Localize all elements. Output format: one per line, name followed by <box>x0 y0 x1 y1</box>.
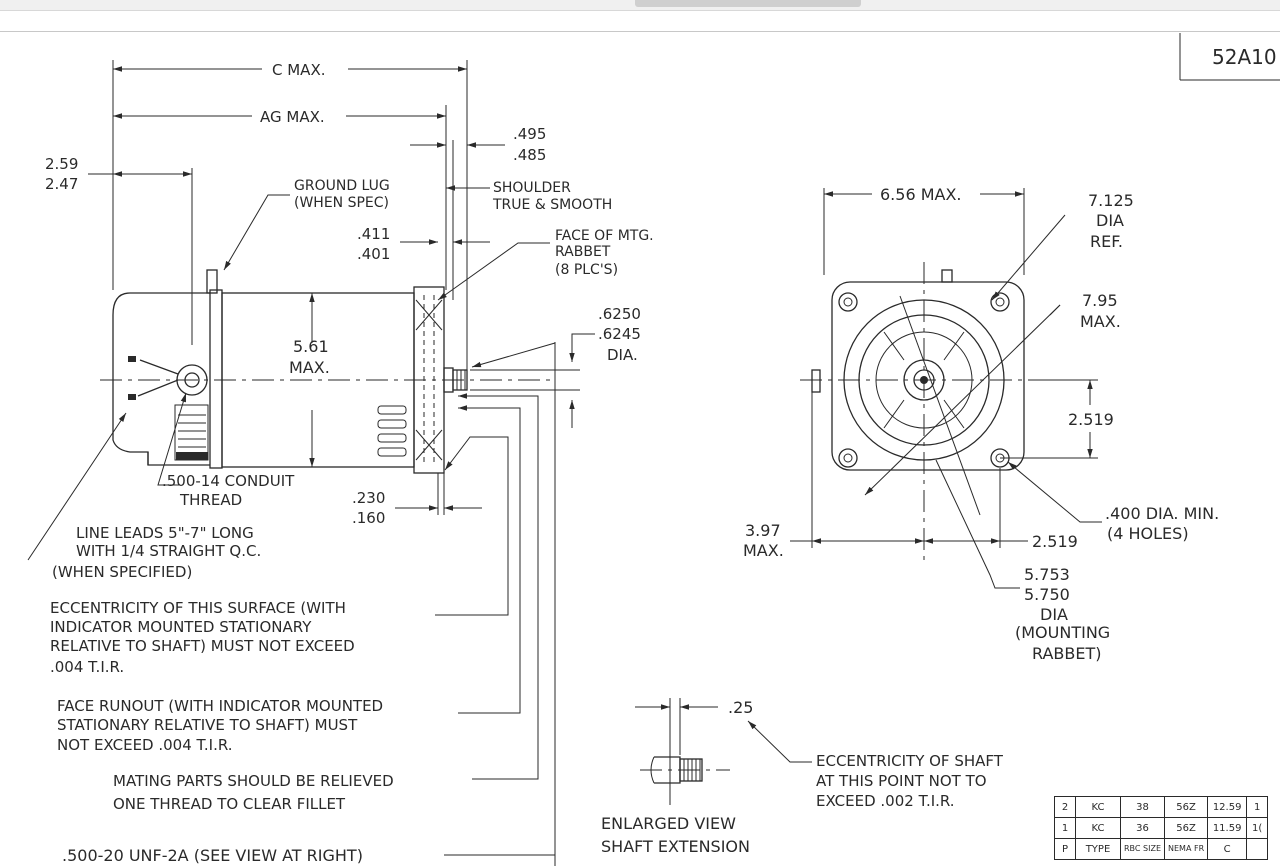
face-mtg-rabbet: RABBET <box>555 244 611 260</box>
table-cell: KC <box>1075 796 1121 818</box>
vent-slots <box>377 405 407 457</box>
dim-3-97-max: MAX. <box>743 541 784 560</box>
dim-6245: .6245 <box>598 325 641 343</box>
mating-note-2: ONE THREAD TO CLEAR FILLET <box>113 795 346 813</box>
ground-lug-label: GROUND LUG <box>294 178 390 194</box>
table-header: TYPE <box>1075 838 1121 860</box>
conduit-box <box>174 269 218 461</box>
table-cell: 2 <box>1054 796 1076 818</box>
dim-5-75-dia: DIA <box>1040 605 1068 624</box>
title-block: 52A10 <box>1179 33 1280 81</box>
line-leads-1: LINE LEADS 5"-7" LONG <box>76 524 254 542</box>
dim-7-95: 7.95 <box>1082 291 1118 310</box>
holes-label: .400 DIA. MIN. <box>1105 504 1219 523</box>
dim-485: .485 <box>513 146 546 164</box>
ag-max-label: AG MAX. <box>260 108 325 126</box>
dim-2-59: 2.59 <box>45 155 78 173</box>
dim-6250-dia: DIA. <box>607 346 638 364</box>
table-cell: 38 <box>1119 796 1166 818</box>
dim-411: .411 <box>357 225 390 243</box>
shoulder-label: SHOULDER <box>493 180 571 196</box>
ground-lug-when: (WHEN SPEC) <box>294 195 389 211</box>
dim-6250: .6250 <box>598 305 641 323</box>
dim-7-125: 7.125 <box>1088 191 1134 210</box>
dim-2-47: 2.47 <box>45 175 78 193</box>
dim-7-125-dia: DIA <box>1096 211 1124 230</box>
face-mtg-label: FACE OF MTG. <box>555 228 654 244</box>
table-cell: 36 <box>1119 817 1166 839</box>
table-cell: 1 <box>1246 796 1269 818</box>
motor-frame <box>209 289 223 469</box>
line-leads-3: (WHEN SPECIFIED) <box>52 563 192 581</box>
table-header: NEMA FR <box>1164 838 1209 860</box>
c-max-label: C MAX. <box>272 61 326 79</box>
table-cell: 1( <box>1246 817 1269 839</box>
conduit-thread: THREAD <box>179 491 242 509</box>
table-header: RBC SIZE <box>1119 838 1166 860</box>
dim-7-125-ref: REF. <box>1090 232 1123 251</box>
table-cell: 56Z <box>1164 796 1209 818</box>
dim-401: .401 <box>357 245 390 263</box>
enlarged-view-label: ENLARGED VIEW <box>601 814 736 833</box>
viewer-toolbar <box>0 0 1280 11</box>
face-mtg-plcs: (8 PLC'S) <box>555 262 618 278</box>
table-header <box>1246 838 1269 860</box>
dim-6-56: 6.56 MAX. <box>880 185 962 204</box>
table-header: P <box>1054 838 1076 860</box>
table-cell: 12.59 <box>1207 796 1248 818</box>
table-cell: 56Z <box>1164 817 1209 839</box>
dim-5-750: 5.750 <box>1024 585 1070 604</box>
dim-495: .495 <box>513 125 546 143</box>
eccentricity-note-3: RELATIVE TO SHAFT) MUST NOT EXCEED <box>50 637 355 655</box>
runout-note-1: FACE RUNOUT (WITH INDICATOR MOUNTED <box>57 697 383 715</box>
shaft-ecc-3: EXCEED .002 T.I.R. <box>816 792 955 810</box>
eccentricity-note-4: .004 T.I.R. <box>50 658 124 676</box>
runout-note-2: STATIONARY RELATIVE TO SHAFT) MUST <box>57 716 358 734</box>
table-row: 2 KC 38 56Z 12.59 1 <box>1054 796 1269 818</box>
end-view: 6.56 MAX. 7.125 DIA REF. 7.95 MAX. <box>743 185 1219 663</box>
drawing-number: 52A10 <box>1212 45 1277 69</box>
mating-note-1: MATING PARTS SHOULD BE RELIEVED <box>113 772 394 790</box>
shoulder-true: TRUE & SMOOTH <box>492 197 612 213</box>
sheet-top-edge <box>0 31 1280 32</box>
model-table: 2 KC 38 56Z 12.59 1 1 KC 36 56Z 11.59 1(… <box>1054 796 1269 860</box>
mounting-rabbet-2: RABBET) <box>1032 644 1102 663</box>
holes-count: (4 HOLES) <box>1107 524 1189 543</box>
dim-2-519-horizontal: 2.519 <box>1032 532 1078 551</box>
dim-5-61-max: MAX. <box>289 358 330 377</box>
eccentricity-note-1: ECCENTRICITY OF THIS SURFACE (WITH <box>50 599 346 617</box>
dim-25: .25 <box>728 698 753 717</box>
table-row: 1 KC 36 56Z 11.59 1( <box>1054 817 1269 839</box>
table-header: C <box>1207 838 1248 860</box>
shaft-ecc-1: ECCENTRICITY OF SHAFT <box>816 752 1004 770</box>
dim-230: .230 <box>352 489 385 507</box>
table-cell: 11.59 <box>1207 817 1248 839</box>
dim-3-97: 3.97 <box>745 521 781 540</box>
shaft-ecc-2: AT THIS POINT NOT TO <box>816 772 987 790</box>
dim-2-519-vertical: 2.519 <box>1068 410 1114 429</box>
dim-160: .160 <box>352 509 385 527</box>
table-header-row: P TYPE RBC SIZE NEMA FR C <box>1054 838 1269 860</box>
end-bell-square <box>831 281 1025 471</box>
table-cell: 1 <box>1054 817 1076 839</box>
motor-end-cap <box>112 292 210 466</box>
notes: ECCENTRICITY OF THIS SURFACE (WITH INDIC… <box>50 599 394 865</box>
shaft-extension-label: SHAFT EXTENSION <box>601 837 750 856</box>
conduit-label: .500-14 CONDUIT <box>162 472 295 490</box>
table-cell: KC <box>1075 817 1121 839</box>
thread-note: .500-20 UNF-2A (SEE VIEW AT RIGHT) <box>62 846 363 865</box>
eccentricity-note-2: INDICATOR MOUNTED STATIONARY <box>50 618 312 636</box>
dim-5-61: 5.61 <box>293 337 329 356</box>
dim-7-95-max: MAX. <box>1080 312 1121 331</box>
enlarged-shaft-view: .25 ECCENTRICITY OF SHAFT AT THIS POINT … <box>601 698 1004 856</box>
horizontal-scrollbar[interactable] <box>635 0 861 7</box>
runout-note-3: NOT EXCEED .004 T.I.R. <box>57 736 233 754</box>
line-leads-2: WITH 1/4 STRAIGHT Q.C. <box>76 542 261 560</box>
dim-5-753: 5.753 <box>1024 565 1070 584</box>
mounting-rabbet-1: (MOUNTING <box>1015 623 1110 642</box>
side-view: C MAX. AG MAX. 2.59 2.47 .495 .485 GROUN… <box>27 60 654 866</box>
